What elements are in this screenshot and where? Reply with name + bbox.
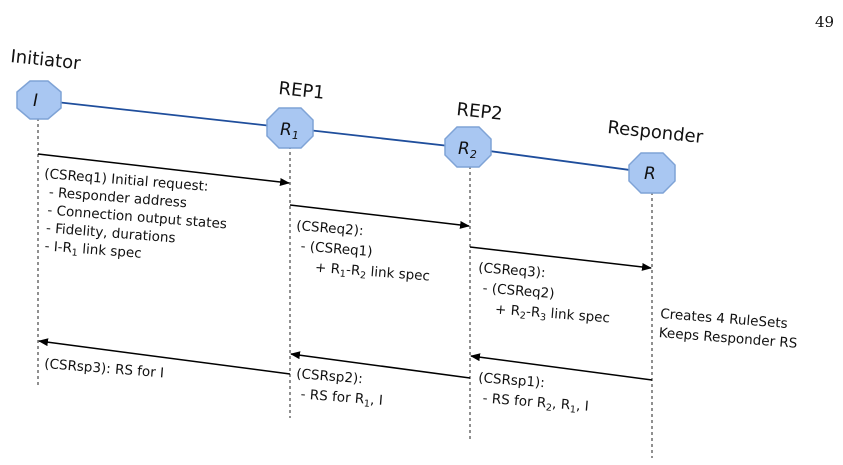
node-hexagon-responder <box>628 152 676 194</box>
node-label-rep2: REP2 <box>455 99 503 125</box>
arrow-csreq2 <box>289 204 470 229</box>
message-csrsp1: (CSRsp1): - RS for R2, R1, I <box>478 370 590 416</box>
arrow-csrsp2 <box>290 351 471 379</box>
csrsp3-title: (CSRsp3): RS for I <box>44 356 165 381</box>
node-letter-initiator: I <box>33 91 38 111</box>
csrsp2-line1: - RS for R1, I <box>300 386 383 410</box>
csreq1-line4: - I-R1 link spec <box>44 238 142 264</box>
message-csreq1: (CSReq1) Initial request: - Responder ad… <box>44 166 228 264</box>
node-label-responder: Responder <box>606 117 704 148</box>
csrsp1-title: (CSRsp1): <box>478 370 546 391</box>
quantum-link-path <box>37 99 653 174</box>
node-letter-rep1: R1 <box>280 120 299 142</box>
csreq3-line2: + R2-R3 link spec <box>494 301 610 328</box>
node-hexagon-rep1 <box>266 107 314 149</box>
responder-note: Creates 4 RuleSets Keeps Responder RS <box>658 306 798 352</box>
csreq2-line2: + R1-R2 link spec <box>314 260 430 287</box>
message-csrsp3: (CSRsp3): RS for I <box>44 356 165 381</box>
node-hexagon-rep2 <box>444 126 492 168</box>
arrow-csrsp3 <box>38 338 291 375</box>
node-rep2: REP2 R2 <box>444 99 504 168</box>
message-csreq2: (CSReq2): - (CSReq1) + R1-R2 link spec <box>296 218 431 287</box>
node-letter-responder: R <box>644 164 656 184</box>
node-initiator: Initiator I <box>9 46 82 120</box>
node-rep1: REP1 R1 <box>266 78 326 149</box>
arrow-csreq1 <box>37 153 290 186</box>
csreq2-title: (CSReq2): <box>296 218 364 239</box>
node-responder: Responder R <box>606 117 705 194</box>
message-csrsp2: (CSRsp2): - RS for R1, I <box>296 366 384 410</box>
node-label-rep1: REP1 <box>277 78 325 104</box>
node-label-initiator: Initiator <box>9 46 82 74</box>
message-csreq3: (CSReq3): - (CSReq2) + R2-R3 link spec <box>478 260 611 328</box>
csreq3-line1: - (CSReq2) <box>482 280 555 302</box>
csreq2-line1: - (CSReq1) <box>300 238 373 260</box>
node-letter-rep2: R2 <box>458 139 477 161</box>
arrow-csrsp1 <box>470 353 653 381</box>
page-number: 49 <box>815 13 834 31</box>
node-hexagon-initiator <box>16 80 62 120</box>
csreq3-title: (CSReq3): <box>478 260 546 281</box>
csrsp1-line1: - RS for R2, R1, I <box>482 390 589 416</box>
arrow-csreq3 <box>469 246 652 271</box>
csrsp2-title: (CSRsp2): <box>296 366 364 387</box>
